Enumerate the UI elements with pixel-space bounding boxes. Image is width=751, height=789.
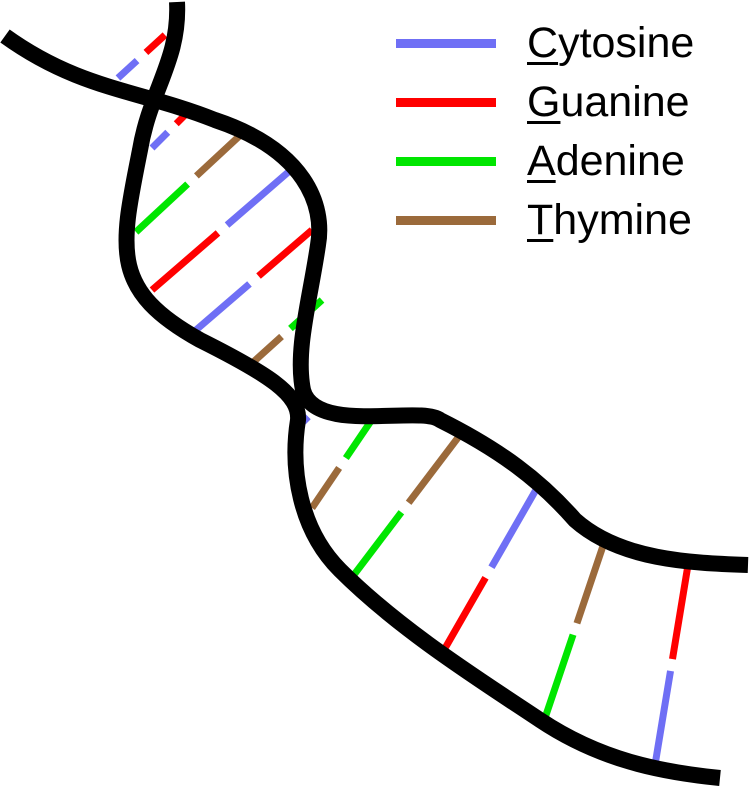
thymine-label: Thymine <box>527 195 692 245</box>
base-guanine-rung-1-b <box>143 32 168 56</box>
base-adenine-rung-9-a <box>347 510 405 583</box>
legend-item-guanine: Guanine <box>396 73 746 132</box>
cytosine-rest: ytosine <box>558 19 695 67</box>
base-guanine-rung-12-b <box>669 564 692 660</box>
base-adenine-rung-8-b <box>342 416 376 460</box>
guanine-initial: G <box>527 78 561 126</box>
cytosine-initial: C <box>527 19 559 67</box>
base-cytosine-rung-12-a <box>651 670 674 766</box>
base-adenine-rung-11-a <box>541 633 577 720</box>
legend-item-thymine: Thymine <box>396 191 746 250</box>
base-thymine-rung-11-b <box>573 538 609 625</box>
adenine-label: Adenine <box>527 136 685 186</box>
legend-item-cytosine: Cytosine <box>396 14 746 73</box>
guanine-swatch <box>396 98 496 107</box>
base-adenine-rung-3-a <box>133 181 190 235</box>
base-cytosine-rung-1-a <box>115 57 140 81</box>
backbone-strand-2 <box>118 1 721 786</box>
backbone-strand-1 <box>0 29 749 573</box>
base-guanine-rung-10-a <box>436 575 489 659</box>
base-thymine-rung-9-b <box>405 432 463 505</box>
cytosine-label: Cytosine <box>527 18 694 68</box>
thymine-rest: hymine <box>553 196 692 244</box>
base-guanine-rung-5-b <box>256 227 315 279</box>
thymine-swatch <box>396 216 496 225</box>
base-cytosine-rung-2-a <box>149 129 171 151</box>
base-cytosine-rung-10-b <box>488 486 541 570</box>
adenine-rest: denine <box>555 137 685 185</box>
base-legend: Cytosine Guanine Adenine Thymine <box>396 14 746 250</box>
adenine-swatch <box>396 157 496 166</box>
base-cytosine-rung-4-b <box>224 165 296 228</box>
base-cytosine-rung-5-a <box>193 281 252 333</box>
guanine-label: Guanine <box>527 77 690 127</box>
thymine-initial: T <box>527 196 554 244</box>
base-guanine-rung-4-a <box>149 230 221 293</box>
base-thymine-rung-6-a <box>247 333 284 368</box>
legend-item-adenine: Adenine <box>396 132 746 191</box>
guanine-rest: uanine <box>560 78 690 126</box>
cytosine-swatch <box>396 39 496 48</box>
adenine-initial: A <box>527 137 556 185</box>
base-thymine-rung-8-a <box>309 466 343 510</box>
